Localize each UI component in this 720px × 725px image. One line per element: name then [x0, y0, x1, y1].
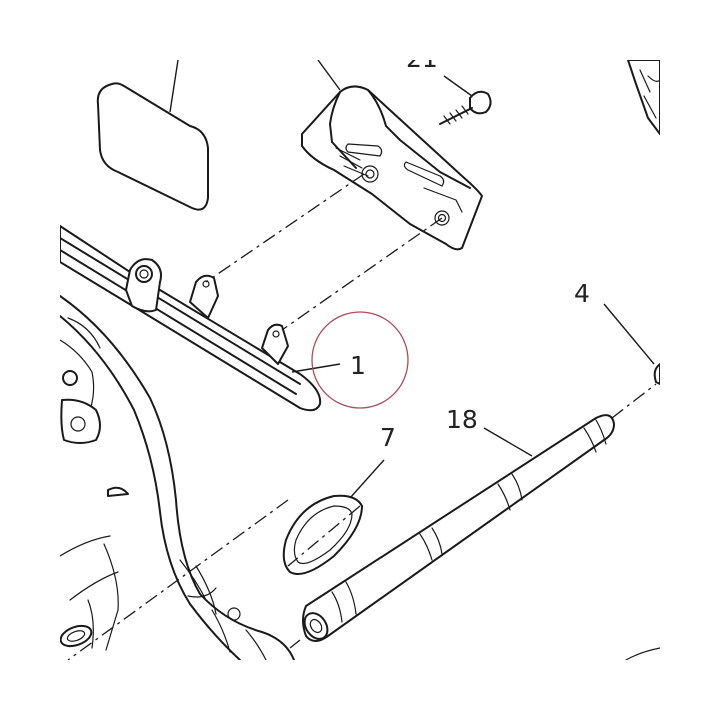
highlight-circle — [311, 311, 409, 409]
crankcase-housing — [60, 295, 295, 660]
callout-1: 1 — [350, 351, 366, 380]
part-4-edge — [603, 303, 660, 385]
shaft-part — [302, 414, 615, 642]
callout-4: 4 — [574, 279, 590, 308]
rubber-pad-part — [96, 60, 209, 211]
callout-18: 18 — [446, 405, 478, 434]
screw-part — [439, 75, 492, 125]
callout-7: 7 — [380, 423, 396, 452]
top-right-fragment — [627, 60, 660, 135]
chain-guide-rail-part — [60, 225, 341, 412]
oval-seal-part — [282, 459, 385, 575]
cover-bracket-part — [301, 60, 483, 251]
callout-21: 21 — [406, 44, 438, 73]
alignment-lines — [67, 173, 657, 660]
bottom-right-fragment — [625, 647, 660, 660]
